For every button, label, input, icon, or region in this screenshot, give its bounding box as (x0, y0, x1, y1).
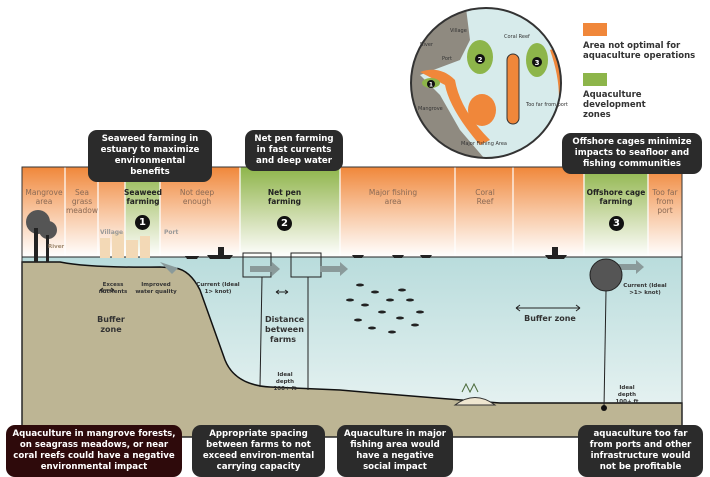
label-excess-nutrients: Excess nutrients (98, 282, 128, 295)
legend-swatch-development (583, 73, 607, 86)
map-label-fishing: Major Fishing Area (461, 141, 507, 147)
zone-badge-3: 3 (609, 216, 624, 231)
seabed (21, 261, 683, 438)
fish-school (346, 283, 424, 334)
label-current-2: Current (Ideal >1> knot) (623, 283, 667, 296)
map-label-too-far: Too far from port (525, 102, 568, 108)
net-pen-cages (242, 252, 322, 390)
callout-mangrove-impact: Aquaculture in mangrove forests, on seag… (6, 425, 182, 477)
map-zone-3: 3 (535, 59, 540, 67)
label-coral: Coral Reef (475, 188, 495, 206)
label-depth-2: Ideal depth 100+ ft (615, 385, 639, 405)
map-zone-1: 1 (429, 82, 433, 89)
village-icon (100, 232, 150, 258)
net-pen-zone (240, 167, 340, 257)
callout-offshore: Offshore cages minimize impacts to seafl… (562, 133, 702, 174)
callout-fishing-impact: Aquaculture in major fishing area would … (337, 425, 453, 477)
label-net-pen: Net pen farming (267, 188, 302, 206)
label-improved-water: Improved water quality (135, 282, 177, 295)
map-label-port: Port (442, 56, 452, 62)
legend-label-development: Aquaculture development zones (583, 90, 646, 120)
map-label-mangrove: Mangrove (418, 106, 443, 112)
label-depth-1: Ideal depth 100+ ft (273, 372, 297, 392)
label-port: Port (164, 229, 179, 236)
offshore-zone (584, 167, 648, 257)
overview-map: 2 3 1 Village River Port Coral Reef Mang… (410, 7, 568, 159)
coral-reef-icon (453, 382, 497, 406)
label-seagrass: Sea grass meadow (66, 188, 98, 215)
label-mangrove: Mangrove area (25, 188, 63, 206)
label-offshore: Offshore cage farming (586, 188, 646, 206)
coral-reef-shape (506, 53, 520, 125)
label-buffer-zone-2: Buffer zone (524, 314, 576, 323)
callout-seaweed: Seaweed farming in estuary to maximize e… (88, 130, 212, 182)
label-not-deep: Not deep enough (179, 188, 215, 206)
label-buffer-zone-1: Buffer zone (97, 315, 125, 334)
map-label-village: Village (450, 28, 467, 34)
legend-label-not-optimal: Area not optimal for aquaculture operati… (583, 41, 696, 61)
label-seaweed: Seaweed farming (123, 188, 163, 206)
callout-too-far: aquaculture too far from ports and other… (578, 425, 703, 477)
map-label-coral-reef: Coral Reef (504, 34, 530, 40)
boat-icons (185, 247, 567, 259)
label-major-fishing: Major fishing area (368, 188, 418, 206)
callout-spacing: Appropriate spacing between farms to not… (192, 425, 325, 477)
zone-badge-2: 2 (277, 216, 292, 231)
label-current-1: Current (Ideal 1> knot) (196, 282, 240, 295)
label-distance-between-farms: Distance between farms (265, 315, 305, 344)
fishing-area-shape (468, 94, 496, 126)
legend-swatch-not-optimal (583, 23, 607, 36)
label-river: River (48, 244, 65, 250)
callout-net-pen: Net pen farming in fast currents and dee… (245, 130, 343, 171)
label-village: Village (100, 229, 124, 236)
map-label-river: River (420, 42, 434, 48)
zone-badge-1: 1 (135, 215, 150, 230)
offshore-cage-icon (589, 258, 623, 411)
mangrove-tree-icon (26, 210, 57, 262)
label-too-far: Too far from port (652, 188, 678, 215)
map-zone-2: 2 (478, 56, 483, 64)
